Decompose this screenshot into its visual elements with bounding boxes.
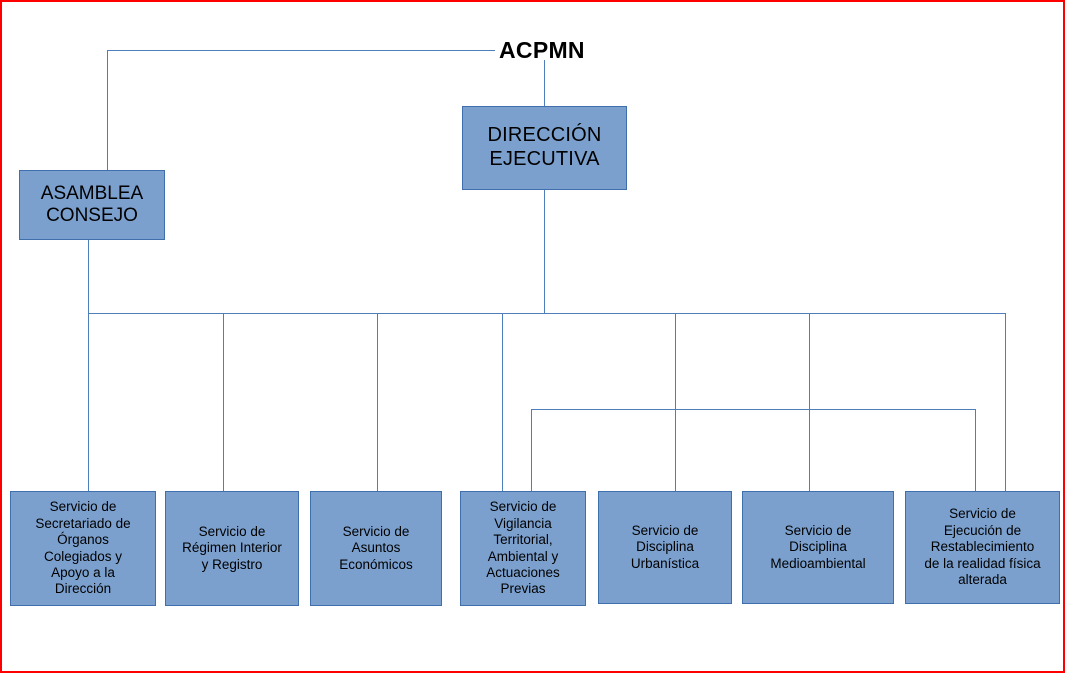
leaf5-line2: Medioambiental [770, 555, 866, 571]
connector-root-to-asamblea-horizontal [107, 50, 495, 51]
node-servicio-vigilancia-territorial[interactable]: Servicio de Vigilancia Territorial, Ambi… [460, 491, 586, 606]
node-servicio-secretariado[interactable]: Servicio de Secretariado de Órganos Cole… [10, 491, 156, 606]
node-servicio-disciplina-medioambiental[interactable]: Servicio de Disciplina Medioambiental [742, 491, 894, 604]
connector-root-to-asamblea-vertical [107, 50, 108, 172]
node-servicio-asuntos-economicos-label: Servicio de Asuntos Económicos [315, 524, 437, 573]
drop-line-asuntos-economicos [377, 313, 378, 491]
main-bus-horizontal [88, 313, 1006, 314]
connector-root-to-direccion [544, 60, 545, 106]
node-asamblea-consejo[interactable]: ASAMBLEA CONSEJO [19, 170, 165, 240]
drop-line-secretariado [88, 313, 89, 491]
leaf2-line1: Asuntos [351, 540, 401, 556]
node-servicio-disciplina-medioambiental-label: Servicio de Disciplina Medioambiental [747, 523, 889, 572]
secondary-bus-left-drop [531, 409, 532, 491]
leaf6-line3: de la realidad física [924, 555, 1041, 571]
leaf0-line3: Colegiados y [43, 548, 123, 564]
secondary-bus-horizontal [531, 409, 976, 410]
node-servicio-ejecucion-restablecimiento-label: Servicio de Ejecución de Restablecimient… [910, 506, 1055, 588]
leaf3-line0: Servicio de [489, 499, 557, 515]
node-servicio-disciplina-urbanistica[interactable]: Servicio de Disciplina Urbanística [598, 491, 732, 604]
node-direccion-ejecutiva[interactable]: DIRECCIÓN EJECUTIVA [462, 106, 627, 190]
drop-line-vigilancia-territorial [502, 313, 503, 491]
node-servicio-regimen-interior[interactable]: Servicio de Régimen Interior y Registro [165, 491, 299, 606]
connector-direccion-to-bus [544, 190, 545, 314]
node-servicio-secretariado-label: Servicio de Secretariado de Órganos Cole… [15, 499, 151, 598]
node-servicio-regimen-interior-label: Servicio de Régimen Interior y Registro [170, 524, 294, 573]
leaf3-line5: Previas [500, 581, 546, 597]
node-servicio-disciplina-urbanistica-label: Servicio de Disciplina Urbanística [603, 523, 727, 572]
leaf3-line3: Ambiental y [487, 548, 559, 564]
leaf3-line1: Vigilancia [494, 515, 552, 531]
leaf6-line4: alterada [958, 572, 1007, 588]
drop-line-regimen-interior [223, 313, 224, 491]
node-direccion-line1: DIRECCIÓN [487, 124, 602, 147]
drop-line-ejecucion-restablecimiento [1005, 313, 1006, 491]
leaf1-line1: Régimen Interior [182, 540, 282, 556]
leaf1-line0: Servicio de [198, 523, 266, 539]
root-title-acpmn: ACPMN [499, 37, 585, 63]
leaf6-line2: Restablecimiento [930, 539, 1035, 555]
leaf0-line0: Servicio de [49, 499, 117, 515]
leaf6-line0: Servicio de [949, 506, 1016, 522]
drop-line-disciplina-medioambiental-upper [809, 313, 810, 409]
drop-line-disciplina-urbanistica-upper [675, 313, 676, 409]
leaf0-line5: Dirección [54, 581, 112, 597]
node-servicio-asuntos-economicos[interactable]: Servicio de Asuntos Económicos [310, 491, 442, 606]
connector-asamblea-to-bus [88, 239, 89, 314]
leaf4-line1: Disciplina [636, 539, 694, 555]
leaf2-line0: Servicio de [342, 523, 410, 539]
secondary-bus-right-drop [975, 409, 976, 491]
node-servicio-ejecucion-restablecimiento[interactable]: Servicio de Ejecución de Restablecimient… [905, 491, 1060, 604]
drop-line-disciplina-urbanistica-lower [675, 409, 676, 491]
leaf2-line2: Económicos [339, 556, 413, 572]
leaf4-line2: Urbanística [630, 555, 700, 571]
leaf3-line2: Territorial, [493, 532, 553, 548]
leaf0-line4: Apoyo a la [51, 564, 115, 580]
node-direccion-ejecutiva-label: DIRECCIÓN EJECUTIVA [467, 124, 622, 171]
node-asamblea-line1: ASAMBLEA [40, 182, 144, 204]
leaf5-line0: Servicio de [784, 522, 852, 538]
node-servicio-vigilancia-territorial-label: Servicio de Vigilancia Territorial, Ambi… [465, 499, 581, 598]
leaf5-line1: Disciplina [789, 539, 847, 555]
node-direccion-line2: EJECUTIVA [489, 148, 600, 170]
leaf0-line1: Secretariado de [35, 515, 131, 531]
leaf4-line0: Servicio de [631, 522, 699, 538]
drop-line-disciplina-medioambiental-lower [809, 409, 810, 491]
node-asamblea-consejo-label: ASAMBLEA CONSEJO [24, 183, 160, 228]
node-asamblea-line2: CONSEJO [46, 205, 138, 226]
leaf0-line2: Órganos [57, 532, 109, 548]
leaf6-line1: Ejecución de [943, 522, 1022, 538]
leaf1-line2: y Registro [201, 556, 263, 572]
leaf3-line4: Actuaciones [486, 564, 560, 580]
